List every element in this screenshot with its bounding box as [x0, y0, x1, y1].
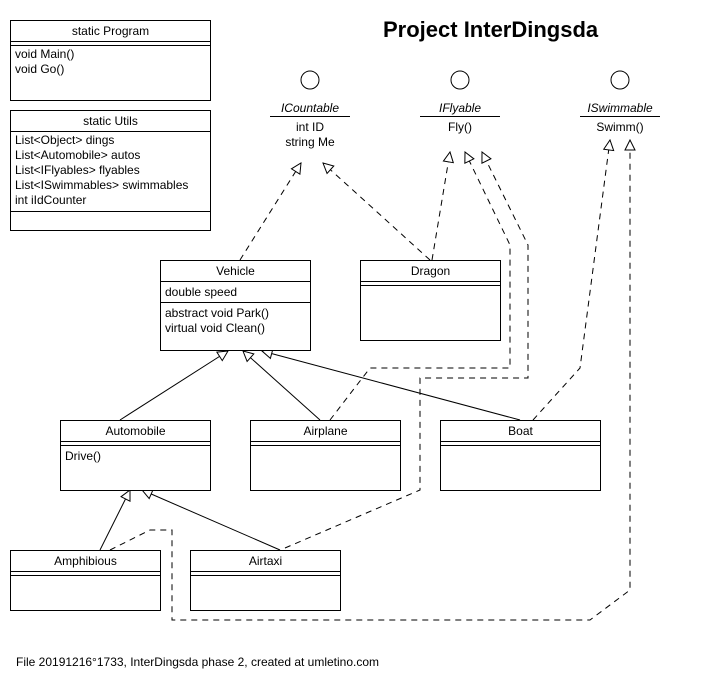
automobile-extends-vehicle — [119, 351, 228, 421]
field: List<Object> dings — [15, 133, 115, 147]
airplane-extends-vehicle — [243, 351, 321, 421]
field: List<IFlyables> flyables — [15, 163, 140, 177]
member: Swimm() — [596, 120, 644, 134]
method: void Go() — [15, 62, 65, 76]
class-name: Amphibious — [11, 551, 160, 572]
interface-swimmable[interactable]: ISwimmable Swimm() — [580, 101, 660, 135]
swimmable-lollipop-icon — [610, 70, 630, 90]
field: double speed — [165, 285, 238, 299]
section-divider — [11, 211, 210, 212]
class-vehicle[interactable]: Vehicle double speed abstract void Park(… — [160, 260, 311, 351]
airtaxi-realizes-flyable — [284, 152, 529, 549]
interface-flyable[interactable]: IFlyable Fly() — [420, 101, 500, 135]
class-amphibious[interactable]: Amphibious — [10, 550, 161, 611]
field: List<Automobile> autos — [15, 148, 141, 162]
class-name: Airplane — [251, 421, 400, 442]
section-divider — [251, 445, 400, 446]
class-name: Boat — [441, 421, 600, 442]
airplane-realizes-flyable — [329, 152, 511, 421]
member: int ID — [295, 120, 324, 134]
fields-section: List<Object> dings List<Automobile> auto… — [11, 132, 210, 209]
vehicle-realizes-countable — [239, 163, 301, 261]
class-name: static Program — [11, 21, 210, 42]
footer-note: File 20191216°1733, InterDingsda phase 2… — [16, 655, 380, 669]
airtaxi-extends-automobile — [142, 490, 281, 551]
flyable-lollipop-icon — [450, 70, 470, 90]
interface-members: int ID string Me — [270, 120, 350, 150]
class-airplane[interactable]: Airplane — [250, 420, 401, 491]
countable-lollipop-icon — [300, 70, 320, 90]
dragon-realizes-countable — [323, 163, 431, 261]
class-name: static Utils — [11, 111, 210, 132]
method: abstract void Park() — [165, 306, 270, 320]
interface-members: Fly() — [420, 120, 500, 135]
interface-divider — [420, 116, 500, 117]
section-divider — [191, 575, 340, 576]
interface-name: IFlyable — [438, 101, 482, 115]
class-dragon[interactable]: Dragon — [360, 260, 501, 341]
method: void Main() — [15, 47, 75, 61]
method: Drive() — [65, 449, 101, 463]
section-divider — [61, 445, 210, 446]
member: Fly() — [448, 120, 472, 134]
boat-extends-vehicle — [262, 351, 521, 421]
methods-section: void Main() void Go() — [11, 46, 210, 78]
interface-countable[interactable]: ICountable int ID string Me — [270, 101, 350, 150]
amphibious-extends-automobile — [99, 490, 130, 551]
fields-section: double speed — [161, 282, 310, 303]
class-boat[interactable]: Boat — [440, 420, 601, 491]
boat-realizes-swimmable — [532, 140, 610, 421]
section-divider — [11, 575, 160, 576]
class-name: Dragon — [361, 261, 500, 282]
class-name: Vehicle — [161, 261, 310, 282]
interface-name: ISwimmable — [587, 101, 653, 115]
field: int iIdCounter — [15, 193, 87, 207]
class-name: Airtaxi — [191, 551, 340, 572]
class-airtaxi[interactable]: Airtaxi — [190, 550, 341, 611]
interface-divider — [270, 116, 350, 117]
amphibious-realizes-swimmable — [109, 140, 630, 621]
interface-members: Swimm() — [580, 120, 660, 135]
class-utils[interactable]: static Utils List<Object> dings List<Aut… — [10, 110, 211, 231]
member: string Me — [285, 135, 335, 149]
section-divider — [441, 445, 600, 446]
class-name: Automobile — [61, 421, 210, 442]
section-divider — [361, 285, 500, 286]
section-divider — [11, 45, 210, 46]
class-program[interactable]: static Program void Main() void Go() — [10, 20, 211, 101]
field: List<ISwimmables> swimmables — [15, 178, 189, 192]
method: virtual void Clean() — [165, 321, 266, 335]
class-automobile[interactable]: Automobile Drive() — [60, 420, 211, 491]
dragon-realizes-flyable — [431, 152, 450, 261]
diagram-title: Project InterDingsda — [383, 17, 599, 42]
interface-name: ICountable — [280, 101, 340, 115]
interface-divider — [580, 116, 660, 117]
methods-section: abstract void Park() virtual void Clean(… — [161, 303, 310, 337]
methods-section: Drive() — [61, 446, 210, 465]
